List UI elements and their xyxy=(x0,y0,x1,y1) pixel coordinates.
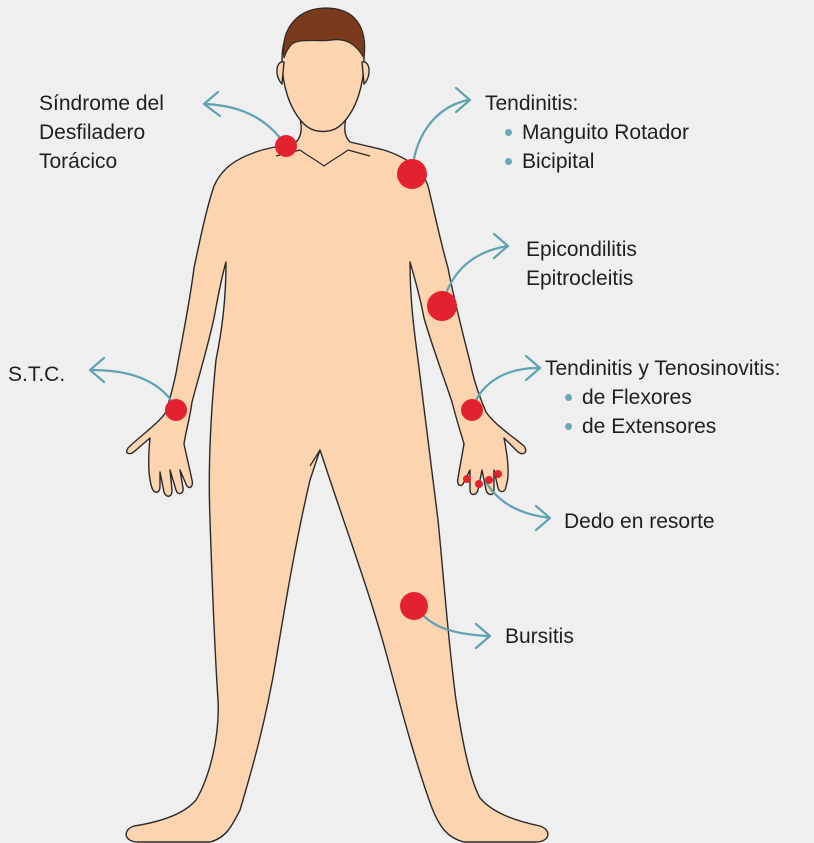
marker-codo xyxy=(427,291,457,321)
label-tendinitis-title: Tendinitis: xyxy=(485,89,689,118)
marker-muneca xyxy=(461,399,483,421)
label-dedo: Dedo en resorte xyxy=(564,507,715,536)
label-muneca: Tendinitis y Tenosinovitis: de Flexores … xyxy=(545,354,780,441)
right-ear xyxy=(362,62,369,84)
label-tendinitis-hombro: Tendinitis: Manguito Rotador Bicipital xyxy=(485,89,689,176)
arrow-stc xyxy=(92,370,176,408)
marker-stc xyxy=(165,399,187,421)
arrow-toracico xyxy=(206,104,286,146)
marker-dedo-4 xyxy=(494,470,502,478)
label-toracico-line-1: Síndrome del xyxy=(39,89,164,118)
marker-hombro xyxy=(397,159,427,189)
marker-dedo-1 xyxy=(463,475,471,483)
marker-bursitis xyxy=(400,592,428,620)
bullet-manguito-rotador: Manguito Rotador xyxy=(505,118,689,147)
body-outline xyxy=(126,118,548,842)
arrow-dedo xyxy=(486,482,550,518)
label-stc-text: S.T.C. xyxy=(8,360,65,389)
label-bursitis: Bursitis xyxy=(505,622,574,651)
marker-toracico xyxy=(275,135,297,157)
label-toracico: Síndrome del Desfiladero Torácico xyxy=(39,89,164,176)
label-dedo-text: Dedo en resorte xyxy=(564,507,715,536)
bullet-bicipital: Bicipital xyxy=(505,147,689,176)
marker-dedo-3 xyxy=(485,476,493,484)
label-epitrocleitis: Epitrocleitis xyxy=(526,264,637,293)
label-epicondilitis: Epicondilitis xyxy=(526,235,637,264)
label-stc: S.T.C. xyxy=(8,360,65,389)
bullet-flexores: de Flexores xyxy=(565,383,780,412)
label-toracico-line-2: Desfiladero xyxy=(39,118,164,147)
label-codo: Epicondilitis Epitrocleitis xyxy=(526,235,637,293)
bullet-extensores: de Extensores xyxy=(565,412,780,441)
marker-dedo-2 xyxy=(475,480,483,488)
left-ear xyxy=(277,62,284,84)
label-muneca-title: Tendinitis y Tenosinovitis: xyxy=(545,354,780,383)
label-bursitis-text: Bursitis xyxy=(505,622,574,651)
label-toracico-line-3: Torácico xyxy=(39,147,164,176)
